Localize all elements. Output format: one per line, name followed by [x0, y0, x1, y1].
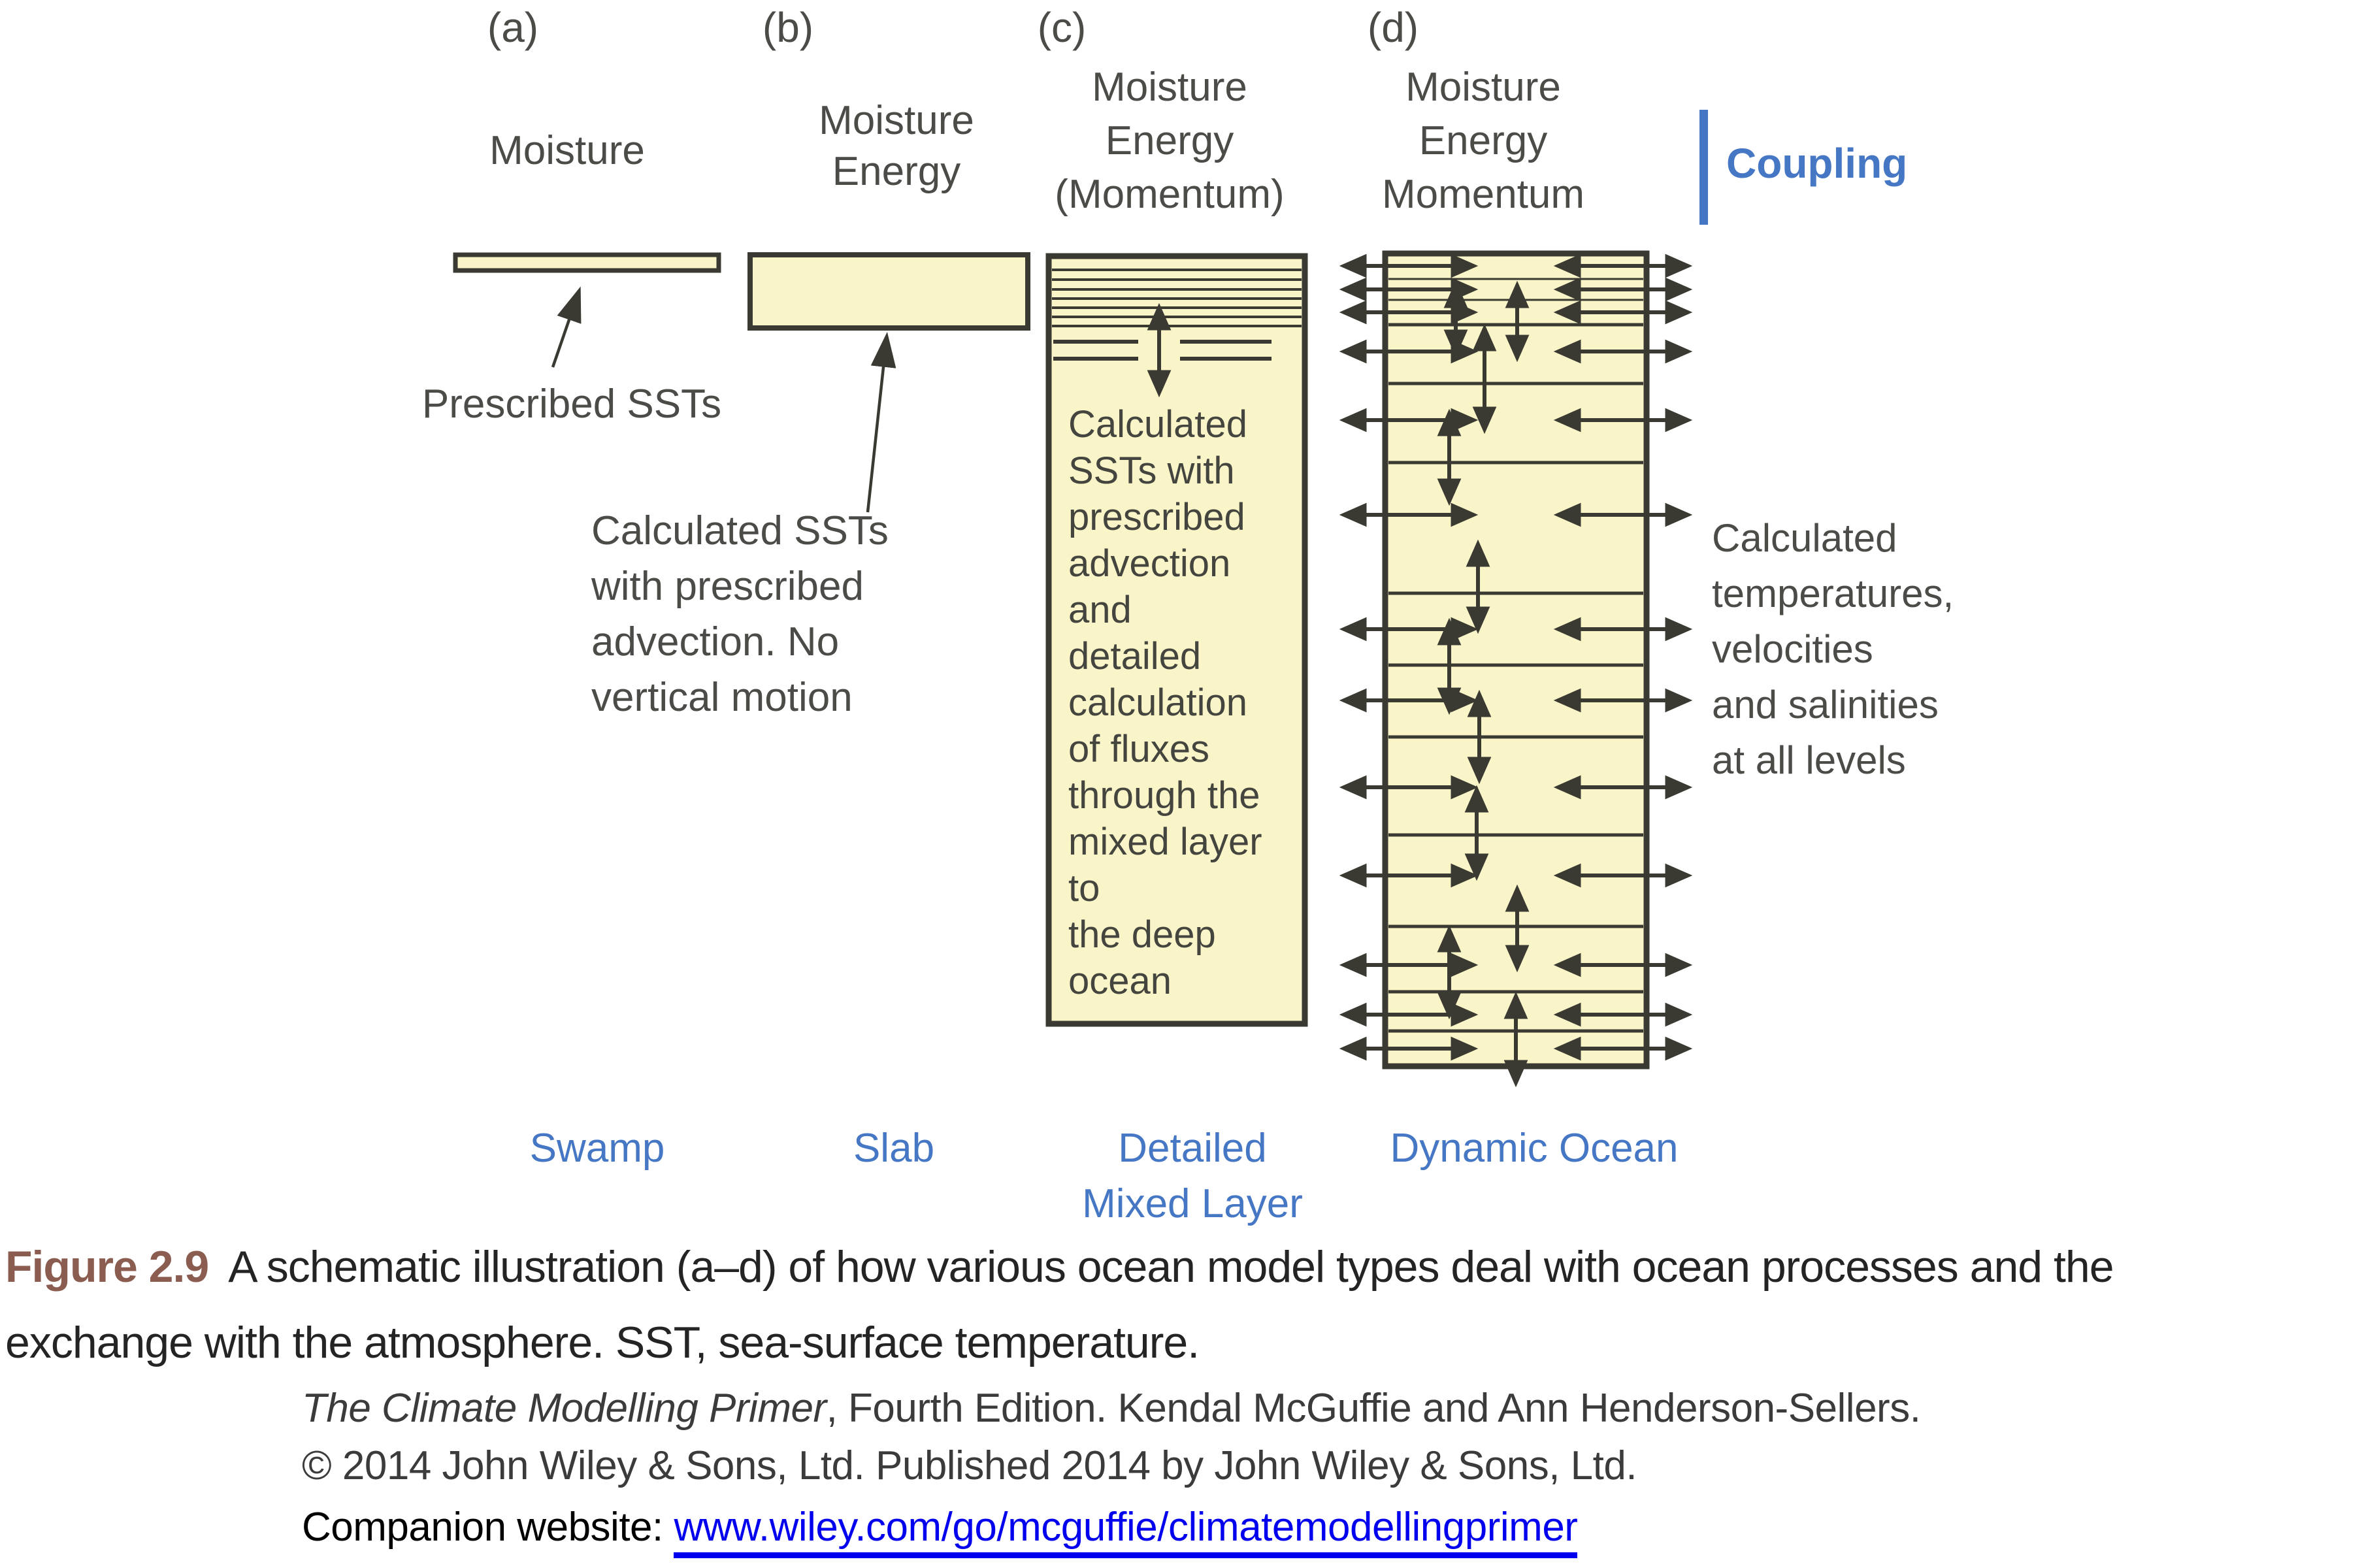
- model-label-dynamic-ocean: Dynamic Ocean: [1390, 1126, 1679, 1171]
- slab-box: [747, 252, 1030, 331]
- figure-number: Figure 2.9: [5, 1242, 209, 1292]
- prescribed-ssts-label: Prescribed SSTs: [421, 382, 722, 427]
- attribution-line2: © 2014 John Wiley & Sons, Ltd. Published…: [302, 1443, 1637, 1488]
- panel-c-header: Moisture Energy (Momentum): [1055, 65, 1285, 217]
- calculated-ssts-pointer-arrow: [866, 331, 896, 513]
- attribution-line3: Companion website: www.wiley.com/go/mcgu…: [302, 1503, 1578, 1558]
- attribution-line1: The Climate Modelling Primer, Fourth Edi…: [302, 1384, 1921, 1433]
- companion-website-link[interactable]: www.wiley.com/go/mcguffie/climatemodelli…: [674, 1505, 1578, 1558]
- slab-annotation: Calculated SSTs with prescribed advectio…: [591, 508, 889, 720]
- mixed-layer-box: [1045, 253, 1308, 1027]
- dynamic-ocean-annotation: Calculated temperatures, velocities and …: [1712, 516, 1954, 782]
- model-label-swamp: Swamp: [529, 1126, 665, 1171]
- model-label-slab: Slab: [853, 1126, 935, 1171]
- coupling-label: Coupling: [1726, 140, 1908, 187]
- ocean-models-diagram: [453, 110, 1708, 1088]
- panel-letter-c: (c): [1037, 4, 1087, 51]
- book-title: The Climate Modelling Primer: [302, 1386, 827, 1431]
- figure-caption-line2: exchange with the atmosphere. SST, sea-s…: [5, 1318, 1200, 1367]
- panel-a-header: Moisture: [489, 128, 645, 173]
- ocean-exchange-arrows-right: [1553, 253, 1693, 1061]
- attribution-line1-rest: , Fourth Edition. Kendal McGuffie and An…: [826, 1386, 1921, 1431]
- mixed-layer-box-text: Calculated SSTs with prescribed advectio…: [1068, 403, 1262, 1002]
- panel-d-header: Moisture Energy Momentum: [1381, 65, 1585, 217]
- coupling-bar: [1699, 110, 1708, 225]
- panel-letter-d: (d): [1367, 4, 1419, 51]
- panel-letter-a: (a): [487, 4, 539, 51]
- model-label-detailed-mixed-layer: Detailed Mixed Layer: [1082, 1126, 1303, 1226]
- companion-website-label: Companion website:: [302, 1505, 674, 1550]
- panel-letter-b: (b): [762, 4, 814, 51]
- panel-b-header: Moisture Energy: [819, 98, 974, 194]
- ocean-vertical-mixing-arrows: [1437, 280, 1530, 1088]
- caption-text-line1: A schematic illustration (a–d) of how va…: [228, 1242, 2114, 1292]
- swamp-bar: [453, 252, 721, 273]
- figure-caption-line1: Figure 2.9 A schematic illustration (a–d)…: [5, 1240, 2377, 1294]
- prescribed-ssts-pointer-arrow: [551, 286, 582, 368]
